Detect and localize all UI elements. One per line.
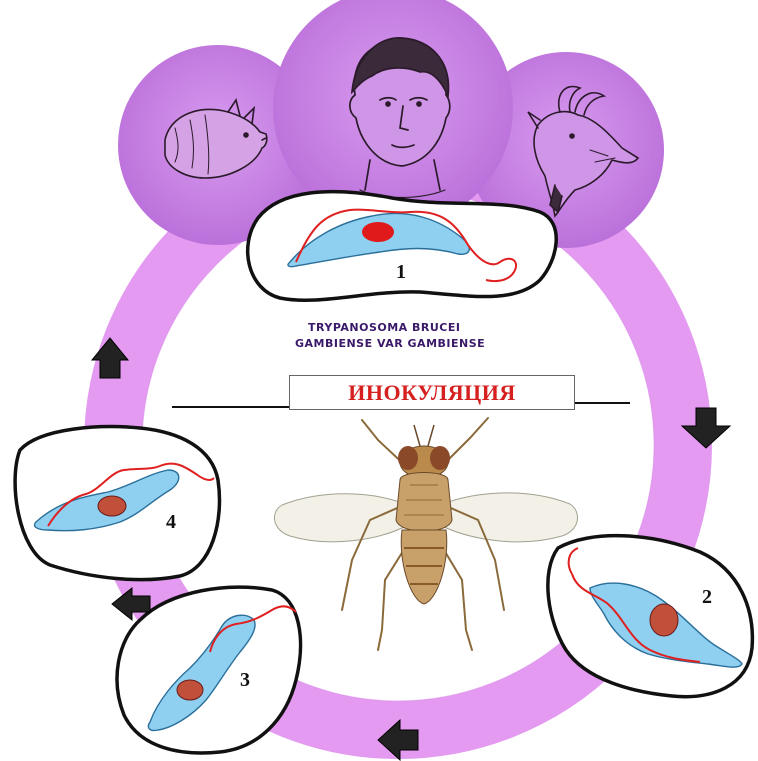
stage-2-nucleus: [650, 604, 678, 636]
species-caption-line1: TRYPANOSOMA BRUCEI: [308, 321, 461, 334]
species-caption-line2: GAMBIENSE VAR GAMBIENSE: [295, 337, 485, 350]
stage-4: 4: [15, 427, 219, 580]
stage-2-number: 2: [702, 586, 712, 608]
inoculation-title-box: ИНОКУЛЯЦИЯ: [289, 375, 575, 410]
stage-3-number: 3: [240, 669, 250, 691]
stage-3-nucleus: [177, 680, 203, 700]
stage-1: 1: [248, 192, 557, 301]
stage-1-number: 1: [396, 261, 406, 283]
stage-4-number: 4: [166, 511, 176, 533]
inoculation-title: ИНОКУЛЯЦИЯ: [348, 380, 516, 406]
stage-4-nucleus: [98, 496, 126, 516]
stage-1-nucleus: [362, 222, 394, 242]
tsetse-fly-icon: [274, 418, 577, 650]
